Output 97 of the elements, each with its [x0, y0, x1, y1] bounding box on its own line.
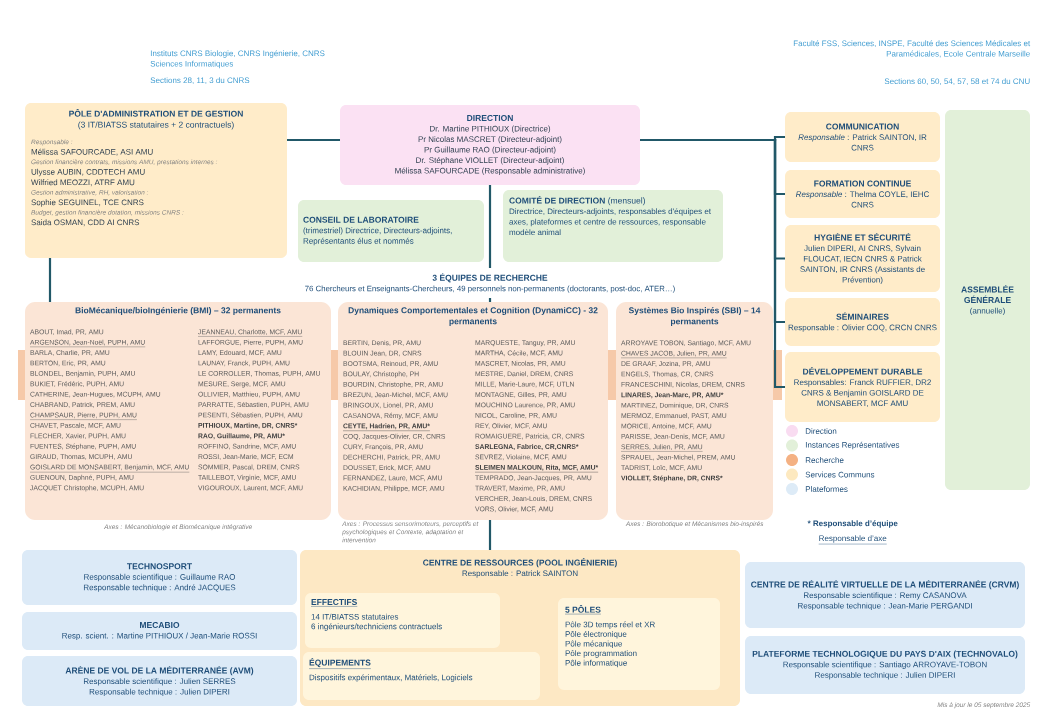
team-title: Dynamiques Comportementales et Cognition (DynamiCC) - 32 permanents [348, 307, 598, 326]
legend-label: Services Communs [805, 471, 875, 478]
panel-text: Pôle électronique [565, 630, 627, 639]
box-heading: CENTRE DE RÉALITÉ VIRTUELLE DE LA MÉDITERRANÉE (CRVM) [751, 579, 1019, 590]
box-text: Responsable technique : Jean-Marie PERGANDI [798, 602, 972, 611]
box-text: Responsable scientifique : Santiago ARROYAVE-TOBON [783, 661, 987, 669]
connector-line [640, 138, 785, 389]
box-heading: FORMATION CONTINUE [814, 180, 911, 187]
key-note: Responsable d’axe [818, 535, 887, 545]
council-box [503, 190, 723, 262]
box-text: Responsable : Olivier COQ, CRCN CNRS [788, 324, 937, 332]
box-heading: CENTRE DE RESSOURCES (POOL INGÉNIERIE) [423, 558, 617, 568]
team-title: Systèmes Bio Inspirés (SBI) – 14 permanents [628, 307, 761, 326]
panel-text: 6 ingénieurs/techniciens contractuels [311, 623, 442, 631]
box-heading: SÉMINAIRES [836, 312, 889, 320]
staff-name: Wilfried MEOZZI, ATRF AMU [31, 179, 135, 187]
service-box [785, 352, 940, 422]
box-text: Responsable scientifique : Guillaume RAO [84, 573, 236, 582]
legend-label: Plateformes [805, 486, 848, 492]
service-box [785, 170, 940, 218]
box-text: Responsable : Thelma COYLE, IEHC CNRS [795, 191, 930, 208]
staff-name: Ulysse AUBIN, CDDTECH AMU [31, 168, 145, 177]
box-text: Directrice, Directeurs-adjoints, responsables d'équipes et axes, plateformes et centre de ressources, responsable modèle animal [509, 208, 711, 236]
box-text: Mélissa SAFOURCADE (Responsable administrative) [395, 167, 585, 176]
panel [558, 598, 720, 690]
box-text: Responsable scientifique : Remy CASANOVA [804, 592, 967, 600]
institute-note: Sections 28, 11, 3 du CNRS [150, 77, 250, 84]
key-note: * Responsable d’équipe [807, 520, 898, 528]
platform-box [22, 550, 297, 605]
platform-box [745, 562, 1025, 628]
box-text: (annuelle) [970, 307, 1005, 316]
staff-name: Mélissa SAFOURCADE, ASI AMU [31, 148, 153, 156]
section-heading: 3 ÉQUIPES DE RECHERCHE [432, 273, 548, 283]
box-heading: COMMUNICATION [826, 123, 899, 130]
panel-text: Pôle informatique [565, 659, 627, 668]
box-subheading: (3 IT/BIATSS statutaires + 2 contractuels) [78, 121, 234, 130]
service-box [785, 112, 940, 162]
panel-text: Pôle 3D temps réel et XR [565, 621, 655, 629]
box-text: Responsable technique : Julien DIPERI [815, 671, 955, 680]
panel-text: Pôle programmation [565, 650, 637, 658]
platform-box [22, 656, 297, 706]
box-text: Responsable : Patrick SAINTON, IR CNRS [798, 134, 927, 151]
service-box [785, 298, 940, 346]
box-heading: CONSEIL DE LABORATOIRE [303, 216, 419, 223]
connector-band [331, 350, 338, 400]
council-box [298, 200, 484, 262]
box-heading: PÔLE D'ADMINISTRATION ET DE GESTION [69, 109, 243, 117]
panel-text: Pôle mécanique [565, 640, 622, 649]
box-heading: PLATEFORME TECHNOLOGIQUE DU PAYS D'AIX (TECHNOVALO) [752, 650, 1018, 659]
connector-line [488, 185, 492, 268]
panel [305, 593, 500, 648]
box-text: Pr Nicolas MASCRET (Directeur-adjoint) [418, 136, 562, 144]
faculty-note: Faculté FSS, Sciences, INSPE, Faculté des Sciences Médicales et Paramédicales, Ecole Centrale Marseille [793, 40, 1031, 58]
box-heading: HYGIÈNE ET SÉCURITÉ [814, 232, 911, 241]
box-text: Responsable scientifique : Julien SERRES [83, 678, 236, 686]
panel [303, 652, 540, 700]
box-text: Responsable technique : André JACQUES [83, 584, 236, 592]
box-text: Resp. scient. : Martine PITHIOUX / Jean-Marie ROSSI [62, 632, 257, 641]
panel-heading: ÉQUIPEMENTS [308, 658, 372, 669]
box-heading: COMITÉ DE DIRECTION (mensuel) [509, 196, 645, 206]
box-heading: DIRECTION [467, 114, 513, 121]
box-heading: ASSEMBLÉE GÉNÉRALE [961, 284, 1014, 303]
box-text: Pr Guillaume RAO (Directeur-adjoint) [424, 146, 556, 155]
platform-box [22, 612, 297, 650]
box-text: Dr. Stéphane VIOLLET (Directeur-adjoint) [416, 157, 564, 165]
connector-line [488, 298, 492, 302]
panel-heading: 5 PÔLES [564, 605, 602, 615]
team-title: BioMécanique/bioIngénierie (BMI) – 32 permanents [75, 307, 281, 316]
box-text: (trimestriel) Directrice, Directeurs-adjoints, Représentants élus et nommés [303, 227, 452, 246]
service-box [25, 103, 287, 258]
institute-note: Instituts CNRS Biologie, CNRS Ingénierie, CNRS Sciences Informatiques [150, 50, 325, 69]
box-text: Julien DIPERI, AI CNRS, Sylvain FLOUCAT, IECN CNRS & Patrick SAINTON, IR CNRS (Assistants de Prévention) [800, 245, 925, 285]
box-heading: MECABIO [140, 621, 180, 628]
platform-box [745, 636, 1025, 694]
box-text: Responsable : Patrick SAINTON [462, 570, 578, 578]
connector-line [488, 520, 492, 550]
legend-label: Instances Représentatives [805, 441, 900, 450]
panel-text: 14 IT/BIATSS statutaires [311, 613, 399, 620]
connector-line [48, 258, 52, 302]
legend-label: Recherche [805, 457, 844, 463]
direction-box [340, 105, 640, 185]
staff-name: Saida OSMAN, CDD AI CNRS [31, 219, 140, 227]
staff-name: Sophie SEGUINEL, TCE CNRS [31, 199, 144, 207]
panel-text: Dispositifs expérimentaux, Matériels, Logiciels [309, 674, 473, 682]
box-text: Responsables: Franck RUFFIER, DR2 CNRS & Benjamin GOISLARD DE MONSABERT, MCF AMU [794, 379, 931, 408]
service-box [785, 225, 940, 292]
connector-line [287, 138, 340, 142]
box-heading: ARÈNE DE VOL DE LA MÉDITERRANÉE (AVM) [65, 665, 254, 676]
connector-band [608, 350, 616, 400]
panel-heading: EFFECTIFS [310, 599, 358, 607]
assembly-box [945, 110, 1030, 490]
box-heading: DÉVELOPPEMENT DURABLE [803, 367, 923, 375]
box-heading: TECHNOSPORT [127, 563, 192, 570]
faculty-note: Sections 60, 50, 54, 57, 58 et 74 du CNU [884, 78, 1030, 85]
legend-label: Direction [805, 428, 837, 434]
box-text: Responsable technique : Julien DIPERI [89, 688, 230, 697]
box-text: Dr. Martine PITHIOUX (Directrice) [430, 125, 551, 134]
